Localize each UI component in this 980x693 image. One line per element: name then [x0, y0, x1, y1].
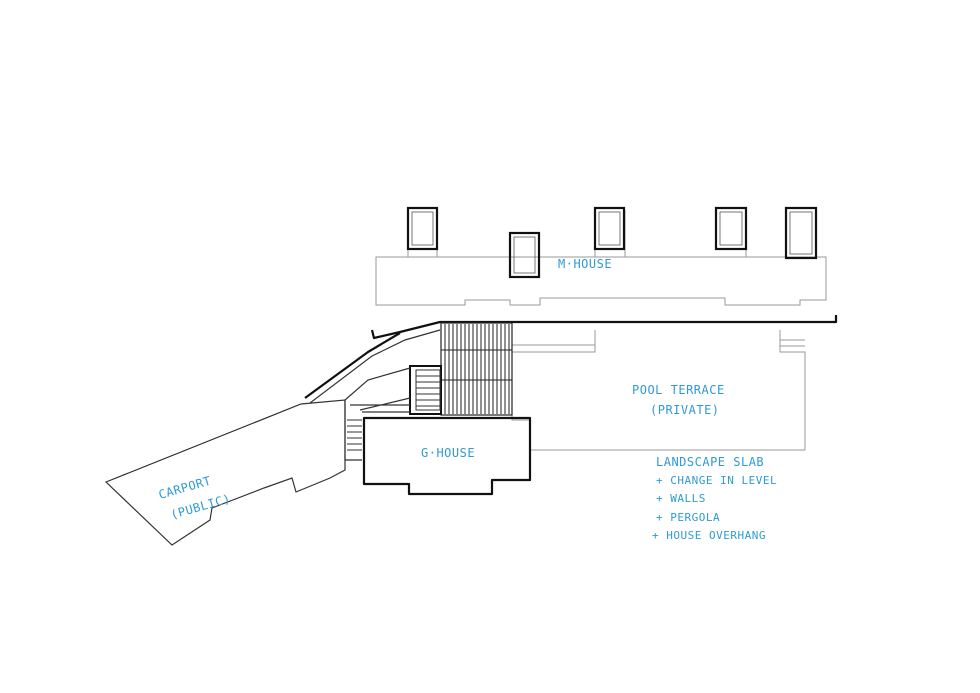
g-house-outline — [362, 416, 532, 496]
ramp-wall-inner — [309, 329, 441, 404]
label-landscape-slab: LANDSCAPE SLAB — [656, 455, 764, 469]
pergola — [440, 322, 513, 416]
side-steps — [347, 419, 362, 451]
window — [411, 211, 434, 246]
window — [784, 206, 818, 260]
label-landscape-item: + PERGOLA — [656, 511, 720, 524]
pool-terrace-outline — [511, 330, 806, 451]
window — [789, 211, 813, 255]
window — [406, 206, 439, 251]
ramp-wall — [304, 332, 401, 399]
label-pool-terrace-private: (PRIVATE) — [650, 403, 720, 417]
window — [513, 236, 536, 274]
window — [593, 206, 626, 251]
label-m-house: M·HOUSE — [558, 257, 612, 271]
stair-change-in-level — [409, 365, 442, 415]
m-house-windows — [406, 206, 818, 279]
window — [714, 206, 748, 251]
label-landscape-item: + WALLS — [656, 492, 706, 505]
landscape-slab-edge — [370, 315, 838, 340]
label-pool-terrace: POOL TERRACE — [632, 383, 725, 397]
m-house-outline — [375, 210, 827, 306]
label-landscape-item: + CHANGE IN LEVEL — [656, 474, 777, 487]
window — [598, 211, 621, 246]
window — [508, 231, 541, 279]
retaining-walls — [344, 367, 411, 461]
label-g-house: G·HOUSE — [421, 446, 475, 460]
window — [719, 211, 743, 246]
carport-outline — [104, 399, 346, 546]
label-landscape-item: + HOUSE OVERHANG — [652, 529, 766, 542]
